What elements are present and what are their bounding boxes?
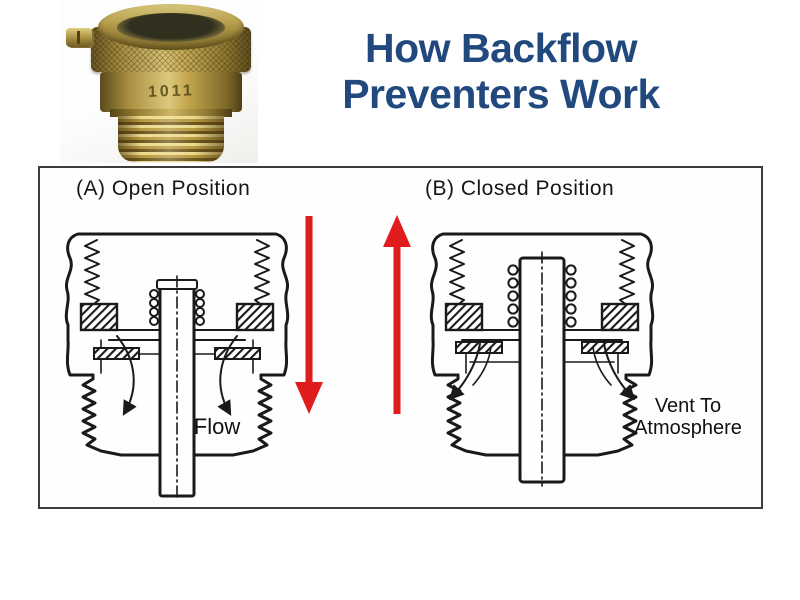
female-thread-opening <box>117 13 225 42</box>
internal-thread-right <box>254 239 270 307</box>
vent-annotation: Vent To Atmosphere <box>612 395 764 440</box>
flow-arrow-left <box>116 335 137 416</box>
vent-arrow-right-inner <box>592 346 612 386</box>
page-title: How Backflow Preventers Work <box>268 25 734 118</box>
seal-washer-left <box>79 302 119 332</box>
closed-position-label: (B) Closed Position <box>425 177 615 200</box>
vent-arrow-left <box>448 343 481 401</box>
internal-thread-right <box>619 239 635 307</box>
vent-arrow-left-inner <box>472 346 492 386</box>
vent-arrow-right <box>603 343 636 401</box>
title-line-2: Preventers Work <box>342 70 660 117</box>
open-position-label: (A) Open Position <box>76 177 251 200</box>
vent-line-2: Atmosphere <box>634 417 742 440</box>
backflow-direction-arrow-down <box>295 216 323 414</box>
spring-coils <box>507 264 577 328</box>
vacuum-breaker-photo: 1011 <box>60 0 258 163</box>
cap-outline <box>64 232 290 377</box>
vent-line-1: Vent To <box>654 395 722 417</box>
stamp-text: 1011 <box>147 82 195 101</box>
flow-annotation: Flow <box>193 414 241 439</box>
seal-washer-right <box>600 302 640 332</box>
internal-thread-left <box>84 239 100 307</box>
title-line-1: How Backflow <box>365 25 637 71</box>
male-threads <box>118 116 224 162</box>
spring-coils <box>149 289 205 326</box>
diagram-panel: (A) Open Position (B) Closed Position <box>38 166 763 509</box>
poppet-seal-left <box>93 347 140 360</box>
internal-thread-left <box>449 239 465 307</box>
poppet-seal-right <box>214 347 261 360</box>
stamp-band: 1011 <box>100 72 242 112</box>
neck-ring <box>110 109 232 117</box>
cap-outline <box>429 232 655 377</box>
flow-arrow-right <box>217 335 238 416</box>
seal-washer-left <box>444 302 484 332</box>
seal-washer-right <box>235 302 275 332</box>
valve-diagram-open <box>64 232 290 499</box>
side-screw <box>66 28 92 47</box>
backflow-direction-arrow-up <box>383 215 411 414</box>
valve-diagram-closed <box>429 232 655 487</box>
